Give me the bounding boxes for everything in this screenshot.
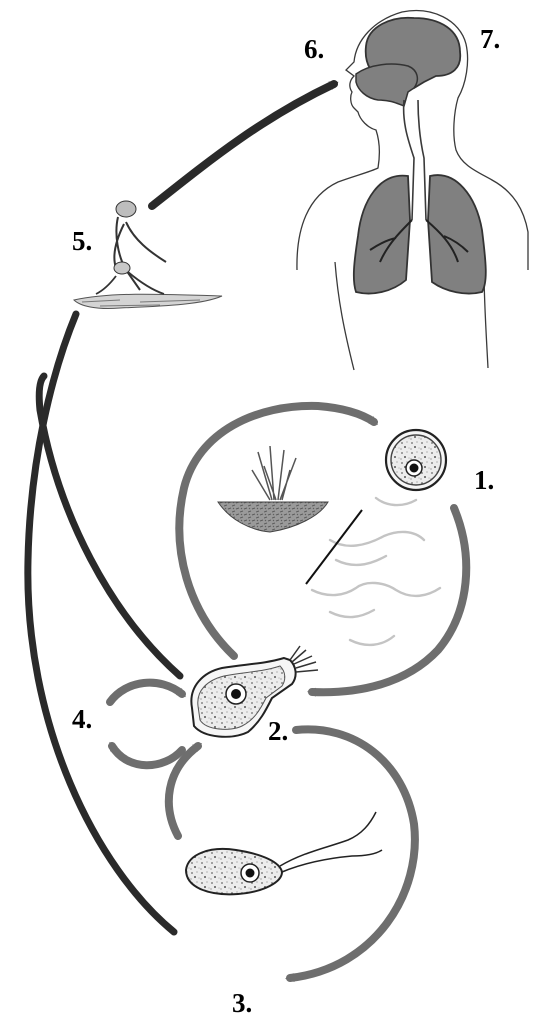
- trophozoite-icon: [191, 646, 318, 737]
- arrow-flagellate-to-swimmer: [28, 314, 174, 932]
- arrow-cyst-to-trophozoite: [312, 508, 466, 692]
- right-lung-icon: [428, 175, 486, 293]
- stage-4-label: 4.: [72, 706, 92, 733]
- flagellate-icon: [186, 812, 382, 894]
- arrow-trophozoite-to-flagellate: [290, 729, 415, 978]
- stage-3-label: 3.: [232, 990, 252, 1017]
- nasal-cavity-icon: [356, 64, 417, 106]
- arrow-division-lower: [112, 746, 182, 765]
- stage-1-label: 1.: [474, 467, 494, 494]
- stage-2-label: 2.: [268, 718, 288, 745]
- stage-6-label: 6.: [304, 36, 324, 63]
- grass-icon: [252, 446, 296, 500]
- arrow-trophozoite-to-swimmer: [39, 376, 180, 676]
- stage-7-label: 7.: [480, 26, 500, 53]
- water-ripples-icon: [312, 498, 440, 645]
- left-lung-icon: [354, 176, 410, 294]
- cyst-icon: [386, 430, 446, 490]
- swimmers-icon: [74, 201, 222, 309]
- soil-icon: [218, 502, 328, 532]
- stage-5-label: 5.: [72, 228, 92, 255]
- arrow-swimmer-to-nose: [152, 84, 334, 206]
- arrow-division-upper: [110, 683, 182, 702]
